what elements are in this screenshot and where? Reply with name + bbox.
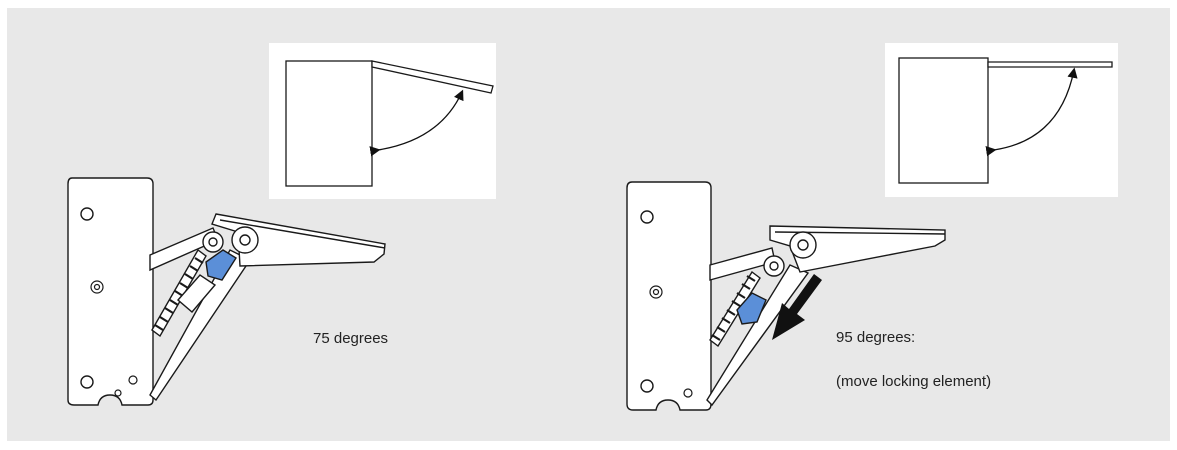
caption-95-note: (move locking element) — [836, 373, 992, 390]
caption-95-degrees: 95 degrees: — [836, 329, 916, 346]
arc-arrow-icon — [369, 89, 464, 157]
inset-95-degrees — [885, 43, 1118, 197]
hinge-75-degrees — [67, 177, 386, 406]
mounting-plate — [67, 177, 154, 406]
hinge-95-degrees — [626, 181, 946, 411]
screw-hole-icon — [80, 375, 94, 389]
screw-hole-icon — [80, 207, 94, 221]
caption-75-degrees: 75 degrees — [313, 330, 389, 347]
inset-75-degrees — [269, 43, 496, 199]
locking-element — [205, 249, 237, 281]
direction-arrow-icon — [772, 274, 822, 340]
mounting-plate — [626, 181, 712, 411]
locking-element — [736, 292, 767, 325]
screw-hole-icon — [640, 210, 654, 224]
screw-hole-icon — [640, 379, 654, 393]
arc-arrow-icon — [985, 67, 1078, 157]
